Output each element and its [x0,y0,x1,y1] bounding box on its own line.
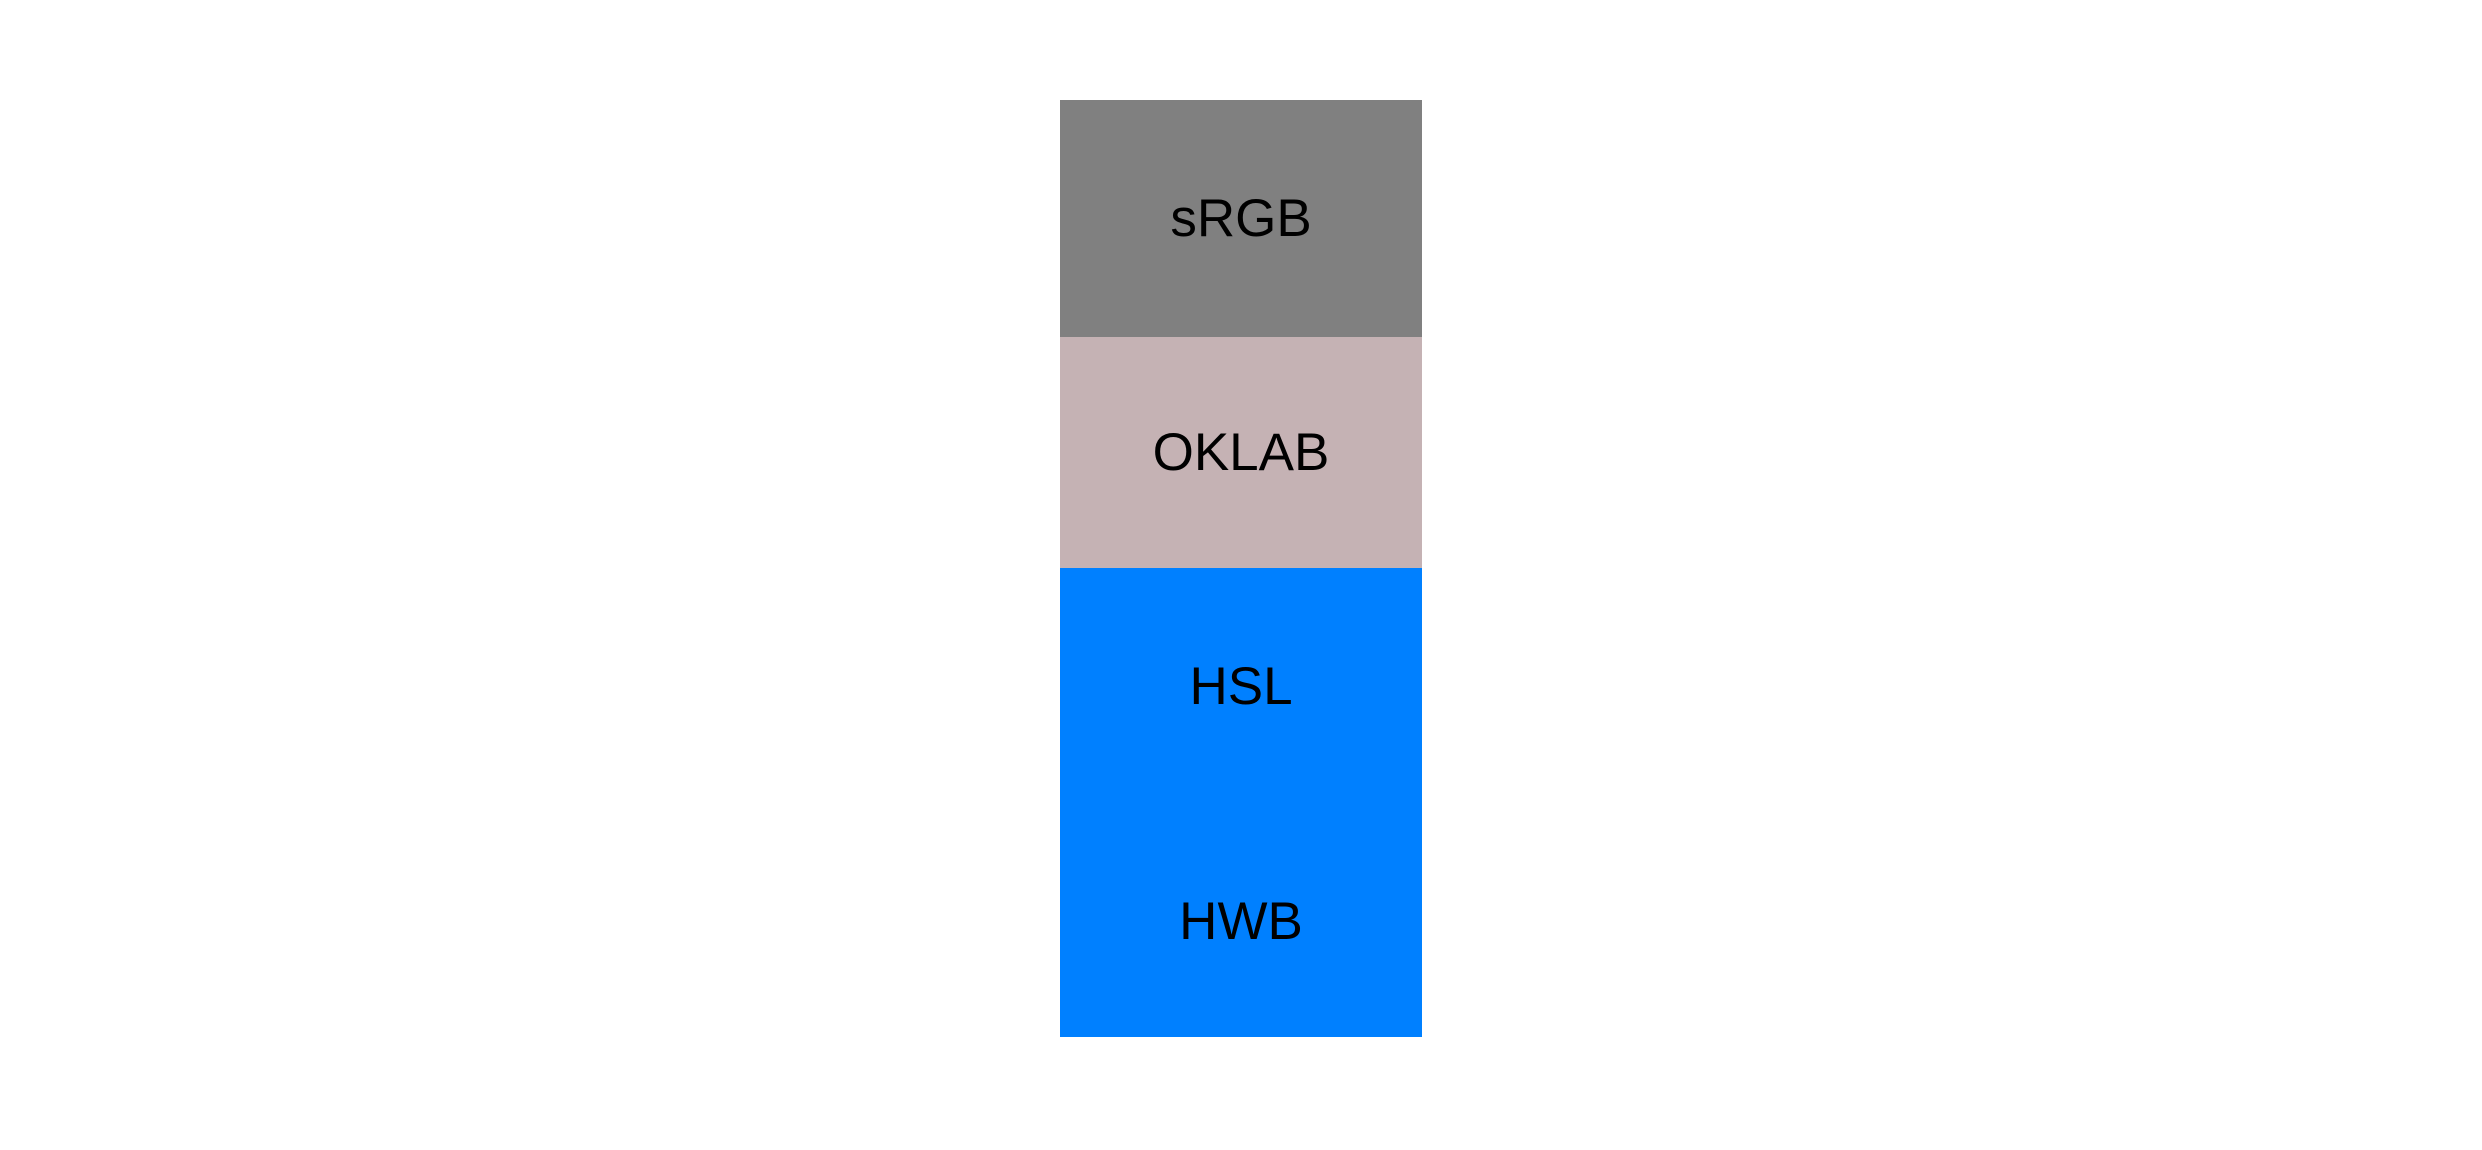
swatch-hsl: HSL [1060,568,1422,805]
color-space-swatch-stack: sRGB OKLAB HSL HWB [1060,100,1422,1037]
swatch-label-hsl: HSL [1189,657,1293,716]
swatch-label-oklab: OKLAB [1152,423,1330,482]
swatch-oklab: OKLAB [1060,337,1422,568]
swatch-label-srgb: sRGB [1170,189,1312,248]
swatch-label-hwb: HWB [1179,891,1303,951]
swatch-hwb: HWB [1060,805,1422,1037]
swatch-srgb: sRGB [1060,100,1422,337]
